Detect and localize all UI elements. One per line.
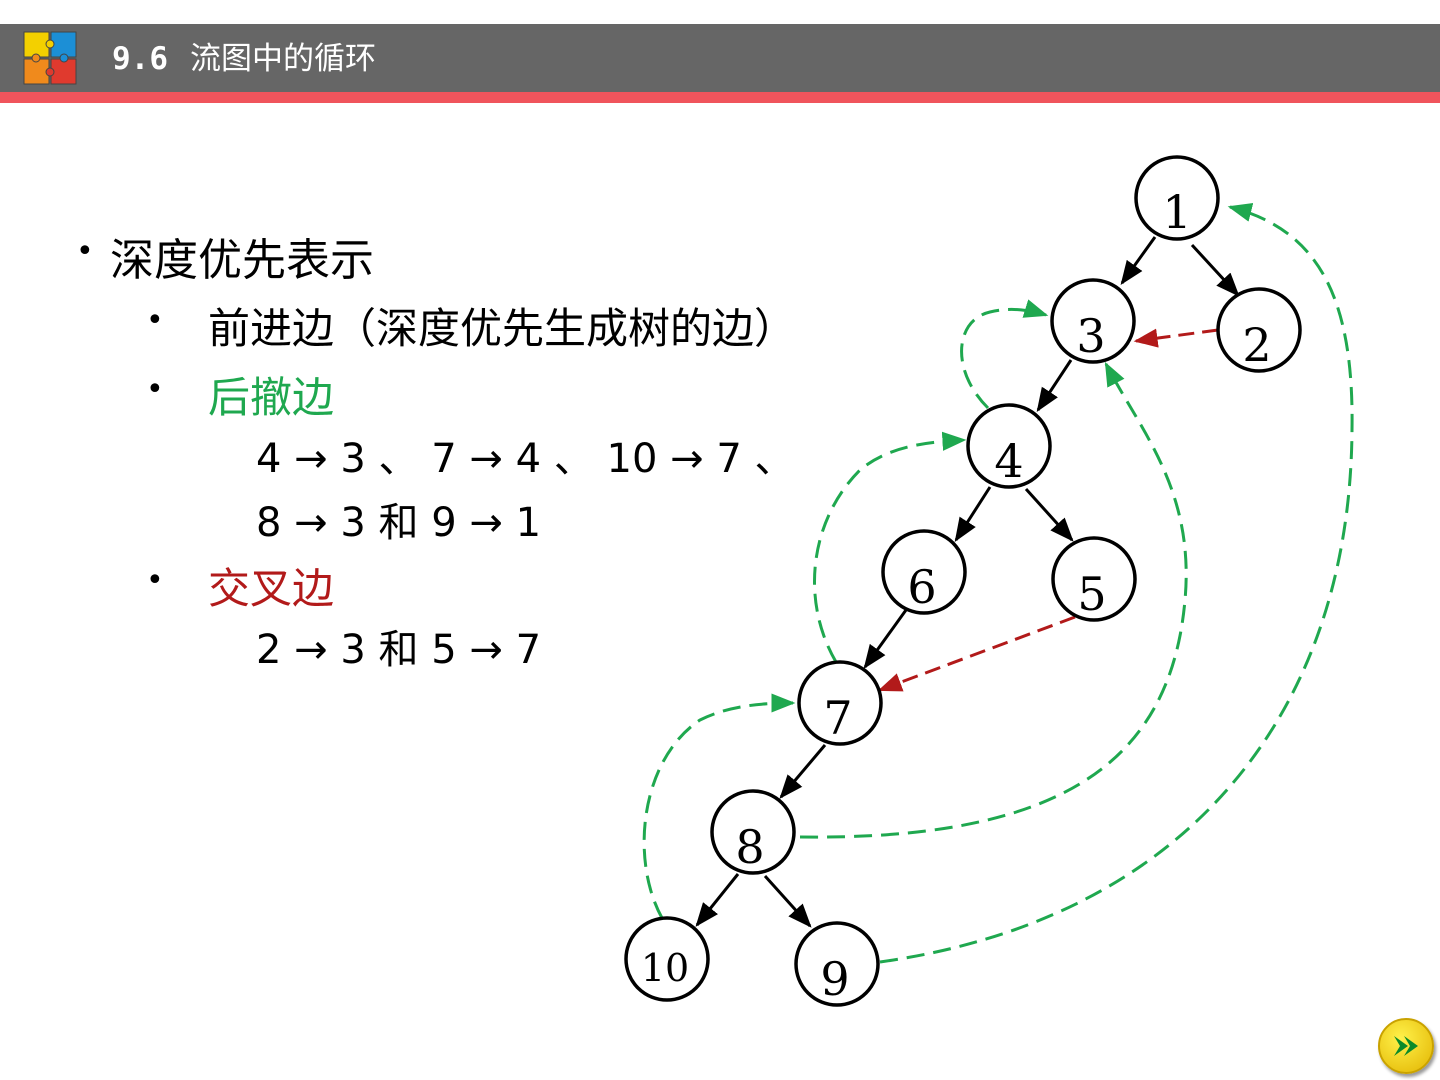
item-back-edges: 后撤边 [208, 373, 335, 422]
title-text: 流图中的循环 [190, 41, 376, 77]
graph-node-3 [1050, 278, 1136, 364]
puzzle-logo-icon [23, 31, 77, 85]
graph-node-1 [1134, 155, 1220, 241]
graph-node-5 [1051, 536, 1137, 622]
node-label-5: 5 [1077, 567, 1106, 621]
back-edges-line-2: 8 → 3 和 9 → 1 [256, 500, 542, 546]
cross-edge-2-3 [1133, 328, 1219, 348]
tree-edge-7-8 [779, 744, 827, 799]
cross-edges-line-1: 2 → 3 和 5 → 7 [256, 627, 542, 673]
graph-node-2 [1216, 287, 1302, 373]
graph-node-4 [966, 403, 1052, 489]
bullet-dot: • [76, 234, 94, 269]
back-edge-7-4 [812, 431, 967, 663]
tree-edge-4-5 [1024, 487, 1074, 542]
next-arrow-icon [1394, 1036, 1418, 1056]
graph-node-9 [794, 921, 880, 1007]
tree-edge-4-6 [954, 486, 992, 543]
node-label-7: 7 [823, 691, 852, 745]
node-label-1: 1 [1162, 185, 1191, 239]
node-label-8: 8 [735, 820, 764, 874]
heading-dfs: 深度优先表示 [110, 235, 374, 286]
graph-node-6 [881, 529, 967, 615]
back-edge-9-1 [879, 203, 1354, 964]
back-edges-line-1: 4 → 3 、 7 → 4 、 10 → 7 、 [256, 436, 795, 482]
header-stripe [0, 92, 1440, 103]
cross-edge-5-7 [877, 615, 1076, 692]
node-label-4: 4 [994, 434, 1023, 488]
tree-edge-8-9 [763, 874, 812, 928]
graph-node-8 [710, 789, 796, 875]
node-label-2: 2 [1242, 318, 1271, 372]
tree-edge-6-7 [863, 609, 908, 669]
graph-node-7 [797, 660, 883, 746]
node-label-9: 9 [820, 952, 849, 1006]
bullet-dot: • [146, 303, 164, 338]
back-edge-8-3 [799, 361, 1188, 839]
item-cross-edges: 交叉边 [208, 564, 335, 613]
header-bar [0, 24, 1440, 92]
node-label-6: 6 [907, 560, 936, 614]
back-edge-10-7 [642, 693, 796, 919]
tree-edge-1-3 [1120, 236, 1157, 285]
tree-edge-8-10 [695, 873, 740, 927]
node-label-10: 10 [641, 946, 689, 990]
bullet-dot: • [146, 372, 164, 407]
item-forward-edges: 前进边（深度优先生成树的边） [208, 304, 797, 353]
next-slide-button[interactable] [1378, 1018, 1434, 1074]
tree-edge-3-4 [1036, 359, 1073, 413]
back-edge-4-3 [960, 299, 1049, 410]
tree-edge-1-2 [1190, 243, 1240, 297]
node-label-3: 3 [1076, 309, 1105, 363]
bullet-dot: • [146, 563, 164, 598]
graph-node-10 [624, 916, 710, 1002]
section-number: 9.6 [112, 41, 168, 77]
page-title: 9.6 流图中的循环 [112, 37, 376, 81]
